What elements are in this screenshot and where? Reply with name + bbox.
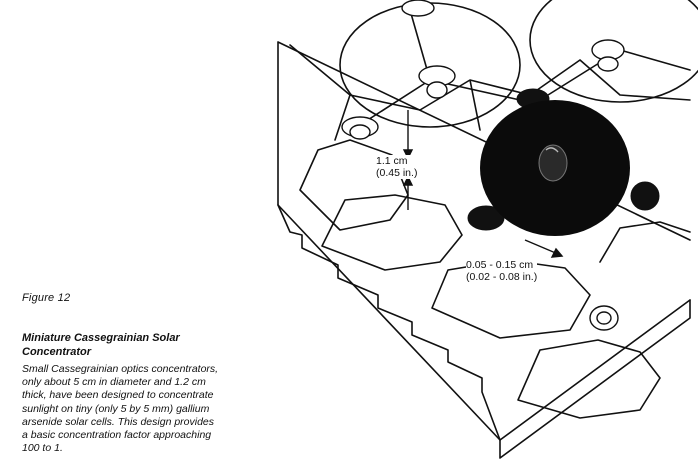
lens-disc-left [339, 2, 521, 128]
plate-notched-edge [277, 204, 501, 441]
hex-cell-5 [599, 221, 691, 263]
figure-caption: Small Cassegrainian optics concentrators… [22, 363, 267, 455]
gap-dimension-label: 0.05 - 0.15 cm (0.02 - 0.08 in.) [466, 259, 538, 283]
caption-line: thick, have been designed to concentrate [22, 389, 214, 402]
caption-line: Small Cassegrainian optics concentrators… [22, 363, 219, 375]
caption-line: only about 5 cm in diameter and 1.2 cm [22, 376, 206, 389]
knob-icon [401, 0, 435, 17]
cassegrainian-concentrator-icon [480, 100, 630, 236]
hex-cell-4 [517, 339, 661, 419]
figure-label: Figure 12 [22, 292, 71, 304]
dark-knob-icon [630, 181, 660, 211]
caption-line: a basic concentration factor approaching [22, 429, 212, 442]
figure-title: Miniature Cassegrainian Solar Concentrat… [22, 332, 180, 358]
caption-line: 100 to 1. [22, 442, 63, 455]
dark-knob-icon [467, 205, 505, 231]
hex-cell-1 [299, 139, 409, 231]
gap-arrow [524, 239, 559, 255]
caption-line: arsenide solar cells. This design provid… [22, 415, 215, 428]
hex-cell-3 [431, 259, 591, 339]
hex-cell-2 [321, 194, 463, 271]
caption-line: sunlight on tiny (only 5 by 5 mm) galliu… [22, 402, 210, 415]
lens-supports [359, 9, 691, 126]
plate-outline [277, 41, 691, 441]
plate-front-edge [499, 299, 691, 459]
height-dimension-label: 1.1 cm (0.45 in.) [376, 155, 418, 179]
lens-disc-right [529, 0, 698, 103]
